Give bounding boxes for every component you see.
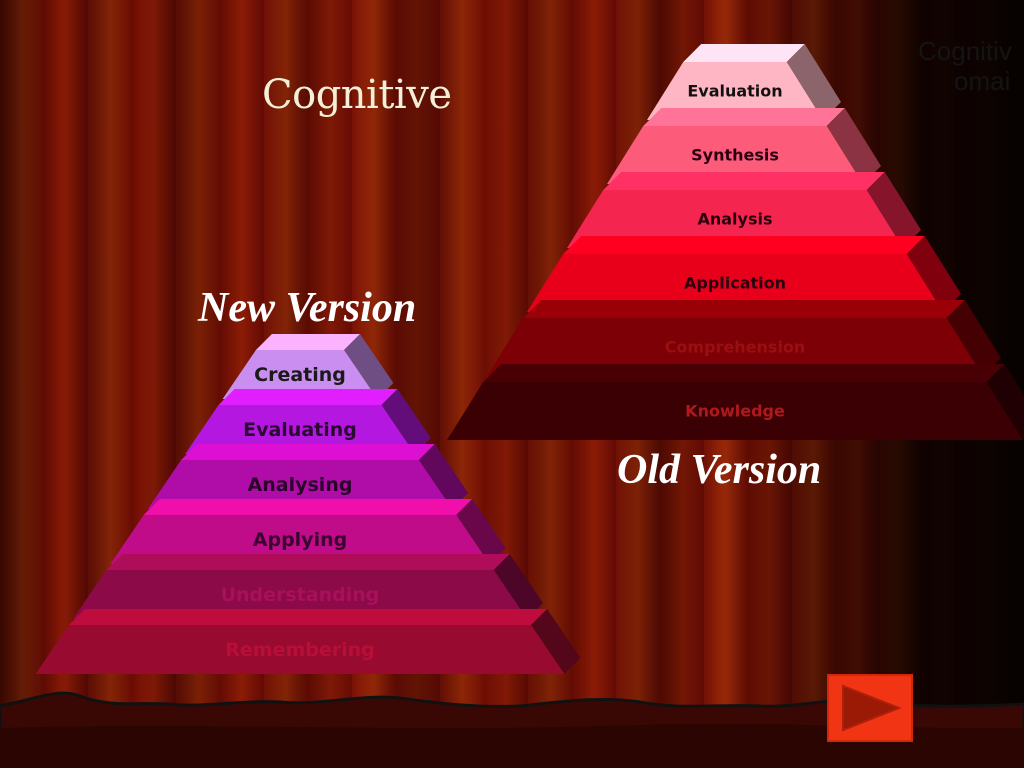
new_version-level-side <box>344 334 394 399</box>
new_version-level-applying: Applying <box>110 499 506 564</box>
old_version-level-application: Application <box>527 236 961 312</box>
old_version-level-comprehension: Comprehension <box>487 300 1001 376</box>
new_version-level-face <box>73 570 527 619</box>
old_version-level-label: Analysis <box>697 210 772 229</box>
old_version-level-top <box>483 364 1005 382</box>
new_version-level-label: Creating <box>254 364 346 386</box>
new_version-level-label: Understanding <box>221 584 380 606</box>
new_version-level-evaluating: Evaluating <box>185 389 431 454</box>
new_version-level-side <box>418 444 469 509</box>
old_version-level-face <box>607 126 863 184</box>
new_version-level-side <box>493 554 543 619</box>
old_version-level-side <box>946 300 1001 376</box>
old_version-level-label: Knowledge <box>685 402 785 421</box>
new_version-level-top <box>255 334 361 350</box>
old_version-level-label: Evaluation <box>687 82 782 101</box>
new_version-level-understanding: Understanding <box>73 554 543 619</box>
old_version-level-top <box>643 108 845 126</box>
old_version-level-face <box>487 318 983 376</box>
old_version-level-top <box>603 172 885 190</box>
slide-title: Cognitive <box>262 72 452 118</box>
old_version-level-side <box>826 108 881 184</box>
new_version-level-side <box>531 609 581 674</box>
old_version-level-evaluation: Evaluation <box>647 44 841 120</box>
new_version-level-top <box>218 389 398 405</box>
new_version-level-face <box>222 350 378 399</box>
new_version-level-face <box>35 625 565 674</box>
new_version-level-label: Remembering <box>225 639 375 661</box>
stage-floor <box>0 691 1024 768</box>
old-version-label: Old Version <box>617 447 822 493</box>
new_version-level-face <box>110 515 490 564</box>
old_version-level-side <box>906 236 961 312</box>
old_version-level-analysis: Analysis <box>567 172 921 248</box>
new_version-level-creating: Creating <box>222 334 394 399</box>
old_version-level-knowledge: Knowledge <box>447 364 1024 440</box>
old_version-level-side <box>786 44 841 120</box>
old_version-level-top <box>683 44 805 62</box>
new_version-level-top <box>68 609 548 625</box>
old_version-level-label: Application <box>684 274 786 293</box>
new_version-level-face <box>147 460 453 509</box>
old_version-level-side <box>866 172 921 248</box>
new_version-level-top <box>143 499 473 515</box>
old_version-level-top <box>563 236 925 254</box>
old_version-level-face <box>447 382 1023 440</box>
new_version-level-side <box>456 499 506 564</box>
old_version-level-face <box>567 190 903 248</box>
old_version-level-face <box>647 62 823 120</box>
next-slide-button[interactable] <box>827 674 913 742</box>
partial-text: Cognitiv omai <box>918 36 1024 96</box>
old_version-level-synthesis: Synthesis <box>607 108 881 184</box>
partial-text-line-1: Cognitiv <box>918 36 1012 66</box>
new-version-label: New Version <box>198 285 417 331</box>
new_version-level-side <box>381 389 431 454</box>
new_version-level-analysing: Analysing <box>147 444 469 509</box>
new_version-level-label: Applying <box>253 529 347 551</box>
new_version-level-label: Analysing <box>248 474 353 496</box>
new_version-level-face <box>185 405 415 454</box>
old_version-level-top <box>523 300 965 318</box>
new_version-level-top <box>181 444 435 460</box>
partial-text-line-2: omai <box>954 66 1011 96</box>
new_version-level-top <box>106 554 510 570</box>
new_version-level-label: Evaluating <box>243 419 357 441</box>
play-triangle-icon <box>842 684 902 732</box>
old_version-level-face <box>527 254 943 312</box>
old_version-level-label: Comprehension <box>665 338 806 357</box>
old_version-level-side <box>986 364 1024 440</box>
new_version-level-remembering: Remembering <box>35 609 581 674</box>
old_version-level-label: Synthesis <box>691 146 779 165</box>
